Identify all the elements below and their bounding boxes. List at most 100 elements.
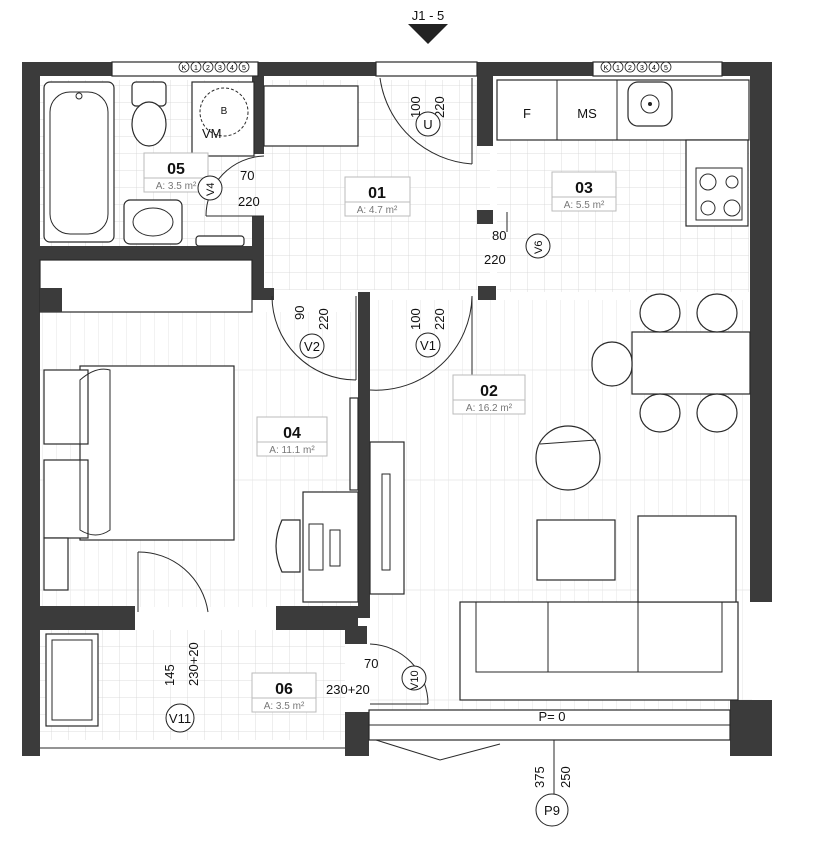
room-label-02: 02 A: 16.2 m² — [452, 374, 526, 415]
room-label-06: 06 A: 3.5 m² — [251, 672, 317, 713]
coffee-table — [536, 519, 616, 581]
boiler: B VM — [191, 81, 255, 157]
window-mark-label: K — [604, 65, 609, 72]
svg-text:250: 250 — [558, 766, 573, 788]
svg-text:100: 100 — [408, 308, 423, 330]
window-mark-label: 2 — [206, 65, 210, 72]
window-mark-label: 4 — [230, 65, 234, 72]
svg-text:145: 145 — [162, 664, 177, 686]
svg-text:220: 220 — [484, 252, 506, 267]
door-V6: 80 220 V6 — [484, 212, 551, 267]
towel-rail — [195, 235, 245, 247]
svg-text:A: 11.1 m²: A: 11.1 m² — [269, 445, 315, 456]
window-mark-label: K — [182, 65, 187, 72]
entrance-marker-label: J1 - 5 — [412, 8, 445, 23]
window-mark-circle — [648, 61, 660, 73]
window-entrance — [375, 61, 478, 77]
svg-text:230+20: 230+20 — [186, 642, 201, 686]
svg-text:02: 02 — [480, 383, 498, 400]
svg-text:U: U — [423, 117, 432, 132]
tv-unit — [369, 441, 405, 595]
bed — [43, 365, 235, 541]
svg-text:230+20: 230+20 — [326, 682, 370, 697]
door-V11: 145 230+20 V11 — [162, 642, 201, 733]
svg-text:80: 80 — [492, 228, 506, 243]
hallway-wardrobe — [263, 85, 359, 147]
svg-text:220: 220 — [316, 308, 331, 330]
window-mark-label: 4 — [652, 65, 656, 72]
desk — [275, 491, 359, 603]
window-mark-label: 3 — [218, 65, 222, 72]
window-mark-circle — [226, 61, 238, 73]
room-label-03: 03 A: 5.5 m² — [551, 171, 617, 212]
washbasin — [123, 199, 183, 245]
sofa — [459, 515, 739, 701]
svg-text:375: 375 — [532, 766, 547, 788]
washing-machine-label: VM — [202, 126, 222, 141]
svg-text:100: 100 — [408, 96, 423, 118]
kitchen-counter: F MS — [496, 79, 750, 227]
window-mark-circle — [600, 61, 612, 73]
svg-text:A: 3.5 m²: A: 3.5 m² — [156, 181, 197, 192]
door-swings — [137, 77, 473, 705]
svg-text:06: 06 — [275, 681, 293, 698]
svg-text:A: 4.7 m²: A: 4.7 m² — [357, 205, 398, 216]
svg-text:P9: P9 — [544, 803, 560, 818]
window-mark-label: 5 — [664, 65, 668, 72]
svg-text:220: 220 — [238, 194, 260, 209]
window-mark-circle — [660, 61, 672, 73]
bathtub — [43, 81, 115, 243]
svg-text:220: 220 — [432, 96, 447, 118]
room-label-04: 04 A: 11.1 m² — [256, 416, 328, 457]
svg-text:V11: V11 — [169, 711, 191, 726]
svg-text:220: 220 — [432, 308, 447, 330]
svg-text:05: 05 — [167, 161, 185, 178]
door-P9: 375 250 P9 — [532, 740, 573, 827]
svg-text:01: 01 — [368, 185, 386, 202]
boiler-label: B — [221, 106, 228, 117]
toilet — [131, 81, 167, 147]
window-mark-label: 1 — [194, 65, 198, 72]
door-U: 100 220 U — [408, 96, 447, 137]
door-V1: 100 220 V1 — [408, 308, 447, 358]
bedroom-wardrobe — [349, 397, 359, 491]
svg-text:V2: V2 — [304, 339, 320, 354]
door-V10: 70 230+20 V10 — [326, 656, 427, 697]
svg-text:A: 5.5 m²: A: 5.5 m² — [564, 200, 605, 211]
svg-text:V4: V4 — [205, 183, 217, 196]
dining-table — [591, 293, 751, 433]
svg-text:A: 3.5 m²: A: 3.5 m² — [264, 701, 305, 712]
door-V2: 90 220 V2 — [292, 306, 331, 359]
window-mark-circle — [202, 61, 214, 73]
entrance-arrow-icon — [408, 24, 448, 44]
nightstand — [43, 537, 69, 591]
dishwasher-label: MS — [577, 106, 597, 121]
svg-text:V6: V6 — [533, 241, 545, 254]
window-mark-circle — [238, 61, 250, 73]
svg-text:70: 70 — [364, 656, 378, 671]
window-mark-circle — [624, 61, 636, 73]
window-mark-label: 3 — [640, 65, 644, 72]
svg-text:04: 04 — [283, 425, 301, 442]
floor-level-label: P= 0 — [538, 709, 565, 724]
svg-text:90: 90 — [292, 306, 307, 320]
svg-text:V1: V1 — [420, 338, 436, 353]
window-mark-circle — [178, 61, 190, 73]
window-mark-label: 2 — [628, 65, 632, 72]
walls — [22, 62, 772, 756]
room-label-05: 05 A: 3.5 m² — [143, 152, 209, 193]
window-mark-circle — [214, 61, 226, 73]
svg-text:70: 70 — [240, 168, 254, 183]
window-mark-circle — [612, 61, 624, 73]
svg-text:03: 03 — [575, 180, 593, 197]
svg-text:A: 16.2 m²: A: 16.2 m² — [466, 403, 513, 414]
fridge-label: F — [523, 106, 531, 121]
door-V4: 70 220 V4 — [197, 168, 260, 209]
window-mark-label: 5 — [242, 65, 246, 72]
window-mark-label: 1 — [616, 65, 620, 72]
svg-text:V10: V10 — [409, 670, 421, 690]
room-label-01: 01 A: 4.7 m² — [344, 176, 411, 217]
